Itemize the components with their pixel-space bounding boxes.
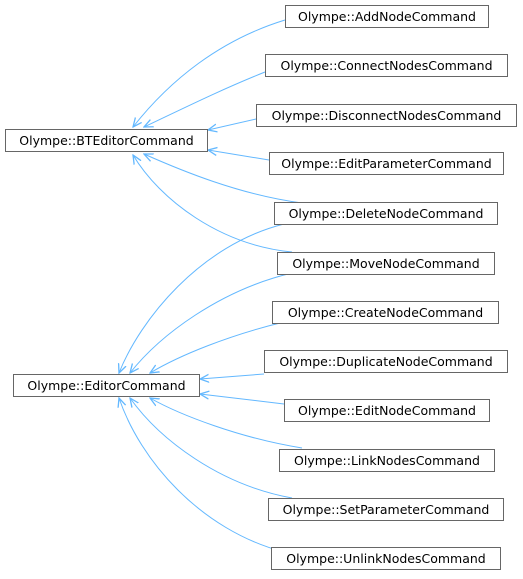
node-bteditor-command[interactable]: Olympe::BTEditorCommand	[5, 129, 208, 152]
edge-deletenode-to-editor	[119, 223, 285, 373]
node-add-node-command[interactable]: Olympe::AddNodeCommand	[285, 5, 489, 28]
node-disconnect-nodes-command[interactable]: Olympe::DisconnectNodesCommand	[256, 104, 517, 127]
edge-disconnectnodes-to-bteditor	[208, 118, 257, 130]
node-edit-node-command[interactable]: Olympe::EditNodeCommand	[284, 399, 490, 422]
edge-deletenode-to-bteditor	[144, 154, 303, 204]
edge-duplicatenode-to-editor	[200, 373, 265, 379]
edge-createnode-to-editor	[150, 321, 285, 373]
edge-movenode-to-editor	[130, 272, 293, 373]
node-link-nodes-command[interactable]: Olympe::LinkNodesCommand	[279, 449, 495, 472]
edge-linknodes-to-editor	[150, 398, 303, 449]
edge-setparameter-to-editor	[130, 398, 293, 499]
node-create-node-command[interactable]: Olympe::CreateNodeCommand	[272, 301, 499, 324]
node-delete-node-command[interactable]: Olympe::DeleteNodeCommand	[274, 202, 498, 225]
node-connect-nodes-command[interactable]: Olympe::ConnectNodesCommand	[265, 54, 508, 77]
node-unlink-nodes-command[interactable]: Olympe::UnlinkNodesCommand	[271, 547, 501, 570]
node-edit-parameter-command[interactable]: Olympe::EditParameterCommand	[269, 152, 504, 175]
edge-editparameter-to-bteditor	[208, 150, 270, 161]
node-editor-command[interactable]: Olympe::EditorCommand	[13, 374, 200, 397]
edge-movenode-to-bteditor	[133, 155, 293, 253]
edge-connectnodes-to-bteditor	[144, 71, 266, 127]
node-set-parameter-command[interactable]: Olympe::SetParameterCommand	[268, 498, 504, 521]
edge-editnode-to-editor	[200, 394, 285, 405]
edge-addnode-to-bteditor	[133, 19, 286, 127]
edge-unlinknodes-to-editor	[119, 398, 285, 553]
node-duplicate-node-command[interactable]: Olympe::DuplicateNodeCommand	[264, 350, 508, 373]
node-move-node-command[interactable]: Olympe::MoveNodeCommand	[277, 252, 495, 275]
